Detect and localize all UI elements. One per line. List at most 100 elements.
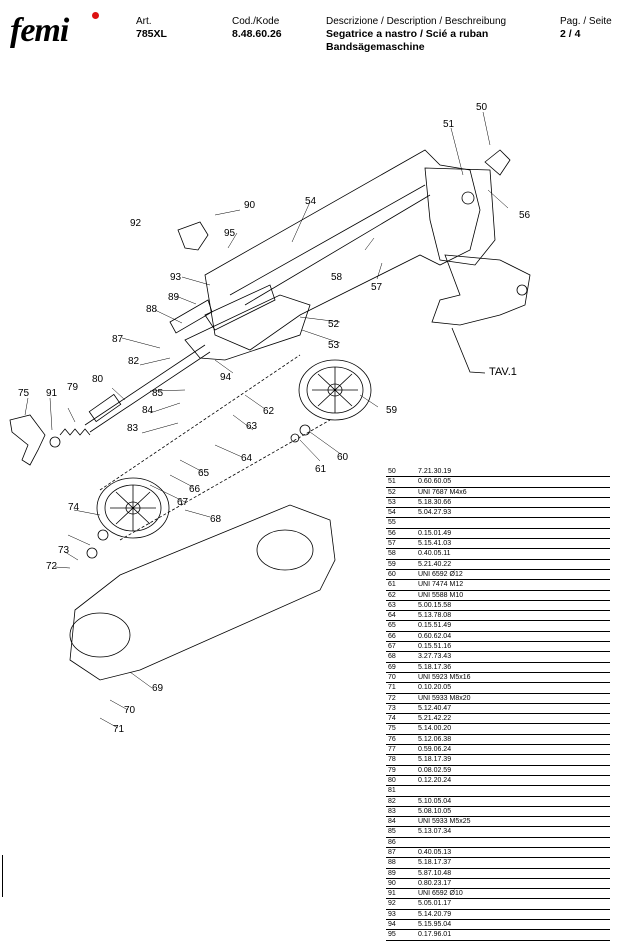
label-73: 73 bbox=[58, 545, 70, 556]
logo-text: femi bbox=[10, 12, 69, 49]
part-position: 57 bbox=[388, 540, 396, 548]
label-68: 68 bbox=[210, 514, 222, 525]
washer-73 bbox=[86, 547, 98, 559]
page-label: Pag. / Seite bbox=[560, 16, 612, 27]
part-position: 79 bbox=[388, 766, 396, 774]
part-code: UNI 5923 M5x16 bbox=[418, 673, 471, 681]
label-61: 61 bbox=[315, 464, 327, 475]
motor-bracket-hole bbox=[516, 284, 528, 296]
guide-bracket-88 bbox=[169, 299, 213, 334]
part-code: 0.08.02.59 bbox=[418, 766, 452, 774]
tav-leader bbox=[451, 327, 486, 374]
label-72: 72 bbox=[46, 561, 58, 572]
part-position: 74 bbox=[388, 715, 396, 723]
knob-92 bbox=[177, 221, 209, 251]
tension-sleeve-80 bbox=[88, 393, 122, 423]
label-63: 63 bbox=[246, 421, 258, 432]
part-code: UNI 6592 Ø12 bbox=[418, 570, 463, 578]
label-94: 94 bbox=[220, 372, 232, 383]
label-92: 92 bbox=[130, 218, 142, 229]
part-code: 5.08.10.05 bbox=[418, 807, 452, 815]
part-position: 55 bbox=[388, 519, 396, 527]
part-position: 52 bbox=[388, 488, 396, 496]
tav-label: TAV.1 bbox=[489, 366, 517, 378]
part-code bbox=[408, 518, 418, 527]
gearbox-shaft bbox=[461, 191, 475, 205]
code-label: Cod./Kode bbox=[232, 16, 280, 27]
label-89: 89 bbox=[168, 292, 180, 303]
table-row: 84 UNI 5933 M5x25 bbox=[386, 817, 610, 828]
tension-handle-75 bbox=[9, 414, 46, 466]
tension-shaft bbox=[84, 344, 211, 433]
part-position: 69 bbox=[388, 663, 396, 671]
part-code: UNI 5933 M8x20 bbox=[418, 694, 471, 702]
label-71: 71 bbox=[113, 724, 125, 735]
part-code: UNI 7687 M4x6 bbox=[418, 488, 467, 496]
part-code: 0.59.06.24 bbox=[418, 746, 452, 754]
part-position: 94 bbox=[388, 921, 396, 929]
label-69: 69 bbox=[152, 683, 164, 694]
table-row: 83 5.08.10.05 bbox=[386, 807, 610, 818]
table-row: 79 0.08.02.59 bbox=[386, 766, 610, 776]
part-position: 76 bbox=[388, 735, 396, 743]
part-position: 63 bbox=[388, 601, 396, 609]
part-position: 85 bbox=[388, 828, 396, 836]
part-position: 93 bbox=[388, 910, 396, 918]
spring-79 bbox=[59, 428, 91, 436]
part-position: 51 bbox=[388, 478, 396, 486]
part-position: 82 bbox=[388, 797, 396, 805]
part-position: 88 bbox=[388, 859, 396, 867]
part-code: UNI 5933 M5x25 bbox=[418, 818, 471, 826]
part-code: 5.12.40.47 bbox=[418, 704, 452, 712]
table-row: 63 5.00.15.58 bbox=[386, 601, 610, 612]
part-position: 78 bbox=[388, 756, 396, 764]
part-position: 77 bbox=[388, 746, 396, 754]
part-code: UNI 6592 Ø10 bbox=[418, 890, 463, 898]
part-code: 0.60.62.04 bbox=[418, 632, 452, 640]
blade-guide-body bbox=[184, 294, 311, 361]
part-position: 89 bbox=[388, 869, 396, 877]
label-90: 90 bbox=[244, 200, 256, 211]
washer-91 bbox=[49, 436, 61, 448]
part-code: 0.80.23.17 bbox=[418, 879, 452, 887]
label-59: 59 bbox=[386, 405, 398, 416]
part-position: 68 bbox=[388, 653, 396, 661]
part-code: 0.40.05.13 bbox=[418, 848, 452, 856]
drive-wheel-59 bbox=[298, 359, 372, 421]
part-code bbox=[408, 838, 418, 847]
table-row: 81 bbox=[386, 786, 610, 797]
label-93: 93 bbox=[170, 272, 182, 283]
leader-lines bbox=[24, 111, 509, 729]
part-position: 83 bbox=[388, 807, 396, 815]
art-value: 785XL bbox=[136, 28, 167, 40]
part-position: 95 bbox=[388, 931, 396, 939]
label-95: 95 bbox=[224, 228, 236, 239]
label-82: 82 bbox=[128, 356, 140, 367]
part-code: 5.00.15.58 bbox=[418, 601, 452, 609]
part-code: 5.13.07.34 bbox=[418, 828, 452, 836]
part-position: 65 bbox=[388, 622, 396, 630]
desc-label: Descrizione / Description / Beschreibung bbox=[326, 16, 507, 27]
part-labels: 50 51 52 53 54 56 57 58 59 60 61 62 63 6… bbox=[18, 102, 531, 735]
part-position: 84 bbox=[388, 818, 396, 826]
logo-dot bbox=[92, 12, 99, 19]
desc-line2: Bandsägemaschine bbox=[326, 41, 425, 53]
part-code: 5.21.40.22 bbox=[418, 560, 452, 568]
gearbox bbox=[424, 167, 496, 266]
washer-60 bbox=[299, 424, 311, 436]
